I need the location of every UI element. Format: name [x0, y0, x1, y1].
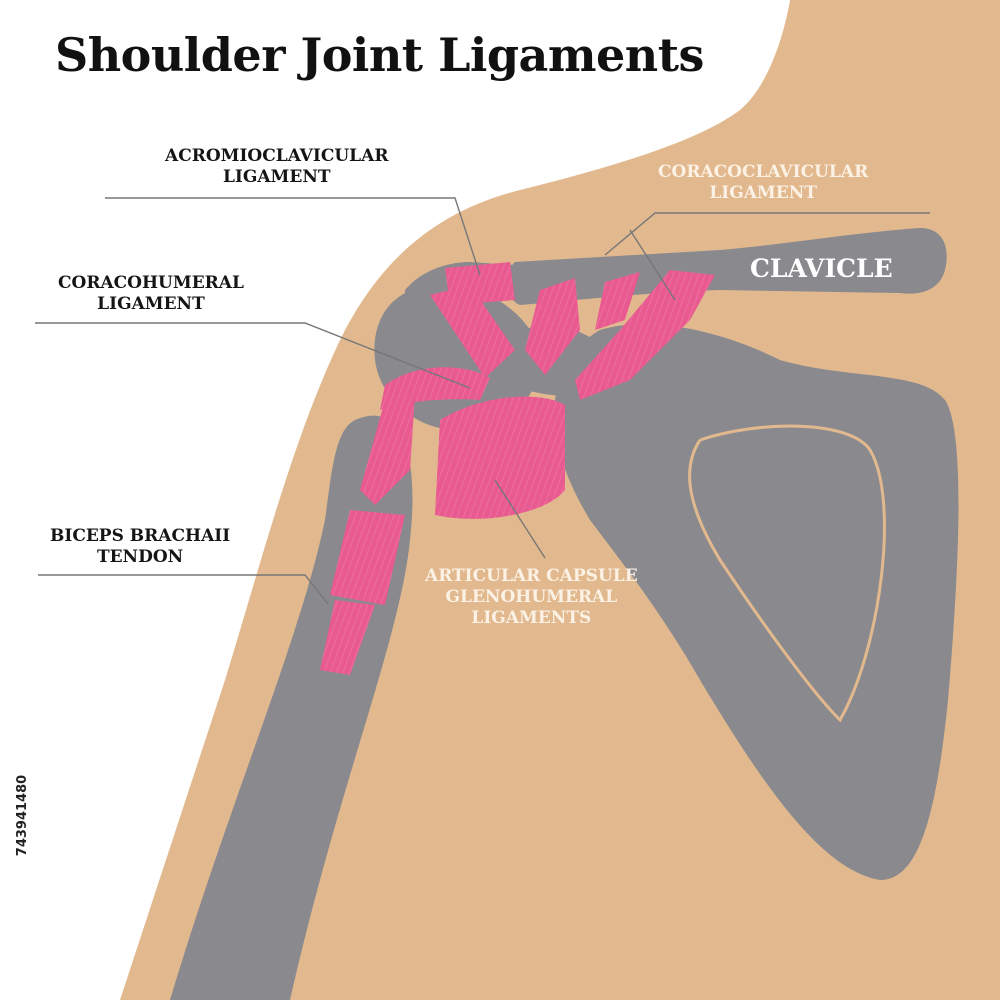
stock-id-text: 743941480 [15, 774, 31, 857]
coracoclavicular-ligament-conoid [595, 272, 640, 330]
leader-coracoclavicular [604, 212, 930, 256]
leader-capsule [494, 479, 546, 559]
leader-coracohumeral [35, 322, 471, 389]
label-articular-capsule: ARTICULAR CAPSULE GLENOHUMERAL LIGAMENTS [425, 566, 638, 628]
coracohumeral-ligament-upper [430, 285, 515, 378]
label-acromioclavicular: ACROMIOCLAVICULAR LIGAMENT [165, 146, 389, 187]
leader-lines [35, 197, 930, 605]
scapula-outline [688, 424, 886, 723]
coracoacromial-ligament [575, 270, 715, 400]
leader-biceps [38, 574, 329, 605]
articular-capsule [435, 396, 565, 519]
biceps-tendon-sheath [330, 510, 405, 605]
label-coracoclavicular: CORACOCLAVICULAR LIGAMENT [658, 162, 869, 203]
coracoclavicular-ligament-trapezoid [525, 278, 580, 375]
label-coracohumeral: CORACOHUMERAL LIGAMENT [58, 273, 244, 314]
scapula-bone [554, 324, 959, 880]
page-title: Shoulder Joint Ligaments [55, 28, 704, 82]
leader-coracoclavicular-branch [629, 229, 676, 301]
biceps-tendon-upper [360, 395, 415, 505]
biceps-tendon-lower [320, 600, 375, 675]
leader-acromioclavicular [105, 197, 481, 276]
label-biceps-tendon: BICEPS BRACHAII TENDON [50, 526, 231, 567]
label-clavicle: CLAVICLE [750, 254, 893, 283]
